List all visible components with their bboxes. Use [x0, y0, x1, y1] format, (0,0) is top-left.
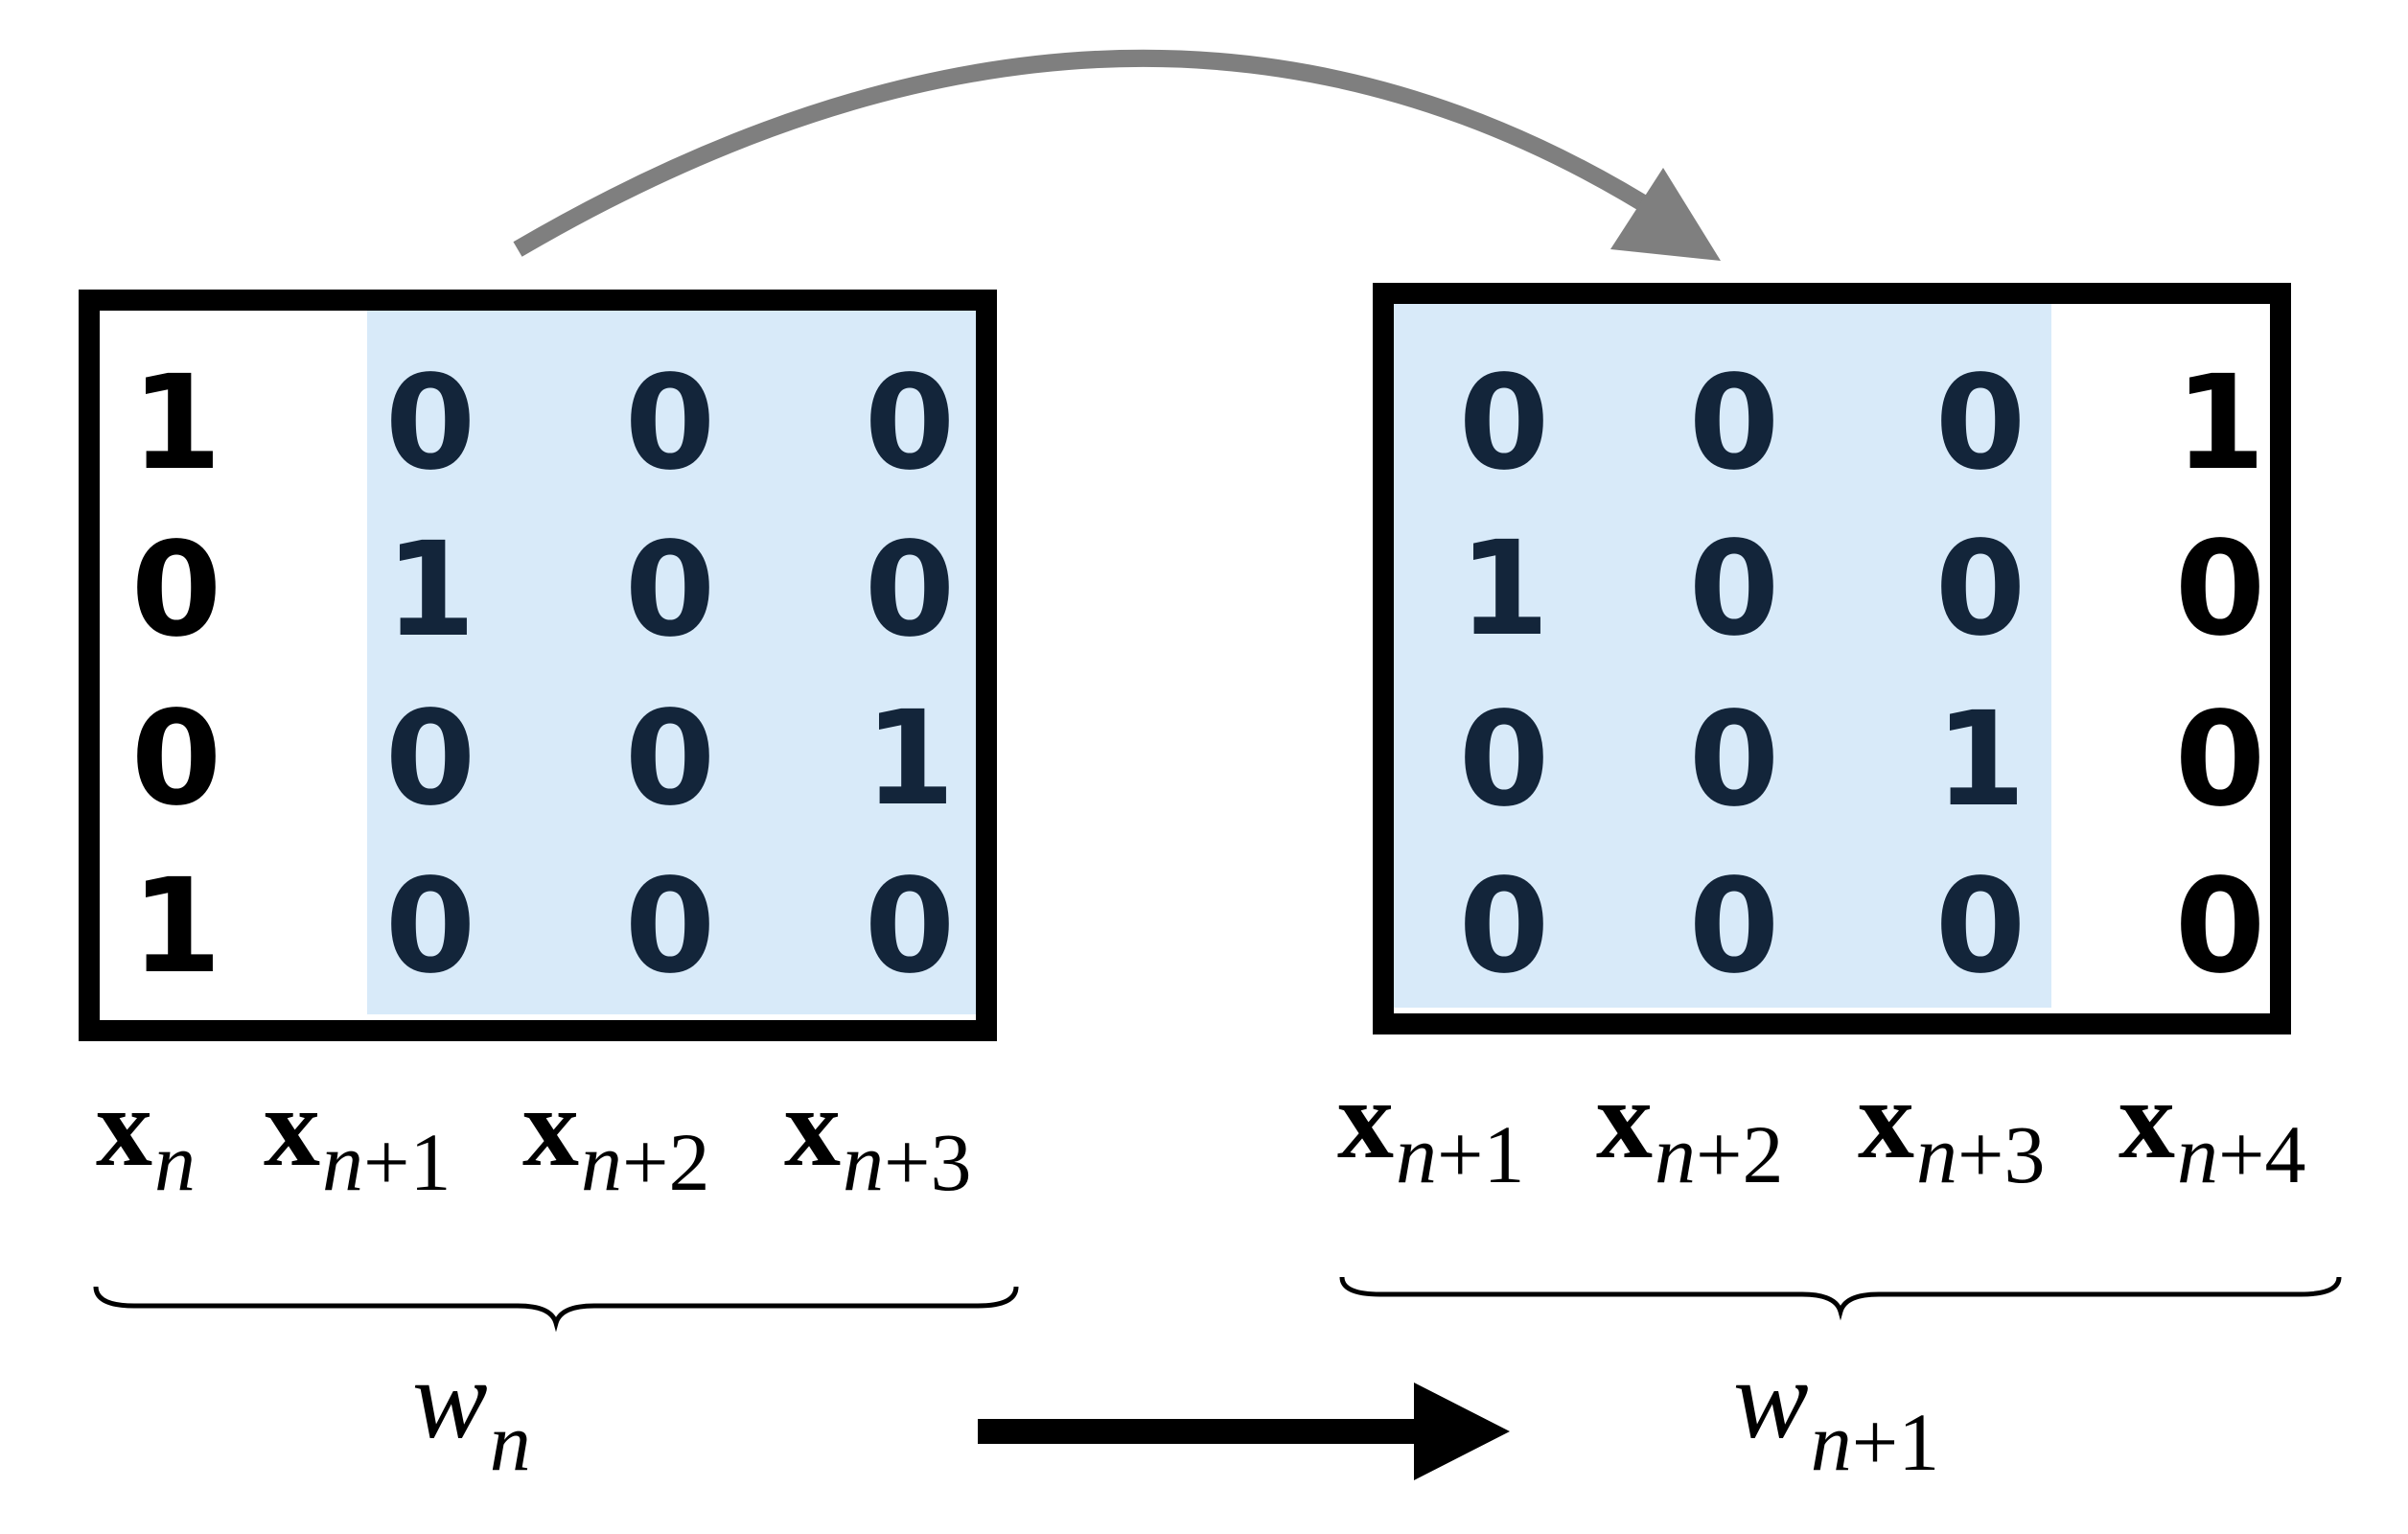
window-right-cell-r3-c3: 0	[2174, 851, 2266, 1003]
window-right-cell-r2-c3: 0	[2174, 685, 2266, 836]
shift-curve-arrowhead	[1610, 168, 1721, 261]
window-right-column-label-3-subscript-op: +	[2218, 1108, 2265, 1200]
window-right-column-label-3-subscript-var: n	[2177, 1108, 2218, 1200]
window-right-cell-r1-c1: 0	[1688, 514, 1780, 665]
window-right-cell-r0-c2: 0	[1934, 348, 2026, 500]
window-left-cell-r2-c3: 1	[864, 684, 956, 835]
window-right-column-label-0-symbol: x	[1337, 1057, 1394, 1182]
window-left-column-label-3-subscript-num: 3	[930, 1116, 972, 1208]
window-right-column-label-1-subscript-num: 2	[1742, 1108, 1784, 1200]
window-left-column-label-1-subscript-num: 1	[409, 1116, 452, 1208]
window-left-column-label-2-subscript-var: n	[581, 1116, 622, 1208]
window-right-column-label-2-subscript-var: n	[1916, 1108, 1957, 1200]
window-left-cell-r3-c3: 0	[864, 851, 956, 1003]
window-right-column-label-2-subscript-num: 3	[2003, 1108, 2046, 1200]
window-left-cell-r2-c2: 0	[624, 684, 716, 835]
window-left-column-label-1: xn+1	[264, 1062, 452, 1208]
window-right-column-label-1-subscript: n+2	[1655, 1108, 1784, 1200]
window-left-column-label-1-symbol: x	[264, 1064, 320, 1190]
brace-right	[1339, 1276, 2342, 1321]
window-left-cell-r1-c3: 0	[864, 515, 956, 666]
window-left-column-label-0-subscript-var: n	[154, 1116, 196, 1208]
window-left-column-label-2-subscript-num: 2	[668, 1116, 710, 1208]
window-left-cell-r0-c3: 0	[864, 348, 956, 500]
window-left-column-label-3-symbol: x	[784, 1064, 841, 1190]
window-left-column-label-0: xn	[96, 1062, 196, 1208]
window-right-column-label-0-subscript-num: 1	[1483, 1108, 1525, 1200]
window-left-window-label: wn	[412, 1335, 531, 1488]
window-left-window-label-subscript-var: n	[489, 1396, 531, 1488]
window-left-cell-r3-c2: 0	[624, 851, 716, 1003]
window-right-column-label-1-subscript-var: n	[1655, 1108, 1696, 1200]
window-right-window-label-subscript-num: 1	[1898, 1396, 1940, 1488]
window-right-cell-r1-c3: 0	[2174, 514, 2266, 665]
window-right-column-label-3-subscript: n+4	[2177, 1108, 2306, 1200]
window-left-column-label-1-subscript-op: +	[363, 1116, 410, 1208]
window-left-column-label-3: xn+3	[784, 1062, 972, 1208]
window-left-cell-r1-c2: 0	[624, 515, 716, 666]
window-right-cell-r2-c2: 1	[1934, 685, 2026, 836]
window-left-column-label-2-subscript-op: +	[622, 1116, 669, 1208]
window-right-column-label-2-subscript-op: +	[1957, 1108, 2004, 1200]
window-left-cell-r0-c2: 0	[624, 348, 716, 500]
window-right-cell-r1-c2: 0	[1934, 514, 2026, 665]
window-left-cell-r1-c1: 1	[384, 515, 476, 666]
window-right-window-label: wn+1	[1733, 1335, 1939, 1488]
window-left-highlight	[366, 311, 976, 1014]
window-right-column-label-2: xn+3	[1858, 1055, 2046, 1200]
window-left-column-label-3-subscript-op: +	[884, 1116, 931, 1208]
window-left-column-label-2-subscript: n+2	[581, 1116, 710, 1208]
window-left-column-label-3-subscript-var: n	[843, 1116, 884, 1208]
window-right-cell-r2-c0: 0	[1458, 685, 1550, 836]
window-right-cell-r3-c2: 0	[1934, 851, 2026, 1003]
window-right-window-label-subscript: n+1	[1811, 1396, 1940, 1488]
window-left-column-label-0-symbol: x	[96, 1064, 152, 1190]
window-right-cell-r3-c0: 0	[1458, 851, 1550, 1003]
window-right-window-label-subscript-op: +	[1851, 1396, 1899, 1488]
window-left-column-label-0-subscript: n	[154, 1116, 196, 1208]
window-left-cell-r2-c0: 0	[130, 684, 222, 835]
window-right-column-label-2-subscript: n+3	[1916, 1108, 2046, 1200]
window-right-column-label-0: xn+1	[1337, 1055, 1525, 1200]
window-right-column-label-2-symbol: x	[1858, 1057, 1914, 1182]
window-right-cell-r0-c1: 0	[1688, 348, 1780, 500]
window-left-cell-r0-c1: 0	[384, 348, 476, 500]
window-left-column-label-2: xn+2	[522, 1062, 710, 1208]
window-left-window-label-subscript: n	[490, 1396, 531, 1488]
window-left-column-label-1-subscript: n+1	[322, 1116, 452, 1208]
window-left-cell-r2-c1: 0	[384, 684, 476, 835]
window-right-window-label-subscript-var: n	[1810, 1396, 1852, 1488]
window-right-cell-r1-c0: 1	[1458, 514, 1550, 665]
window-right-column-label-0-subscript-op: +	[1437, 1108, 1484, 1200]
window-right-cell-r3-c1: 0	[1688, 851, 1780, 1003]
window-right-column-label-1-symbol: x	[1596, 1057, 1653, 1182]
window-left-cell-r3-c0: 1	[130, 851, 222, 1003]
window-right-cell-r0-c3: 1	[2174, 348, 2266, 500]
window-left-cell-r1-c0: 0	[130, 515, 222, 666]
window-left-column-label-3-subscript: n+3	[843, 1116, 972, 1208]
transition-arrowhead	[1414, 1383, 1510, 1480]
brace-left	[93, 1286, 1019, 1333]
window-left-window-label-symbol: w	[412, 1336, 488, 1462]
window-right-column-label-0-subscript-var: n	[1396, 1108, 1437, 1200]
window-left-column-label-1-subscript-var: n	[322, 1116, 363, 1208]
window-right-window-label-symbol: w	[1733, 1336, 1809, 1462]
window-left-cell-r3-c1: 0	[384, 851, 476, 1003]
window-right-column-label-1-subscript-op: +	[1696, 1108, 1743, 1200]
shift-curve-arrow	[513, 49, 1668, 257]
window-right-column-label-1: xn+2	[1596, 1055, 1784, 1200]
window-right-column-label-3-symbol: x	[2119, 1057, 2175, 1182]
window-right-cell-r0-c0: 0	[1458, 348, 1550, 500]
window-right-highlight	[1394, 304, 2051, 1008]
window-right-column-label-3: xn+4	[2119, 1055, 2306, 1200]
window-left-cell-r0-c0: 1	[130, 348, 222, 500]
window-right-cell-r2-c1: 0	[1688, 685, 1780, 836]
window-right-column-label-3-subscript-num: 4	[2264, 1108, 2306, 1200]
window-left-column-label-2-symbol: x	[522, 1064, 579, 1190]
window-right-column-label-0-subscript: n+1	[1396, 1108, 1525, 1200]
